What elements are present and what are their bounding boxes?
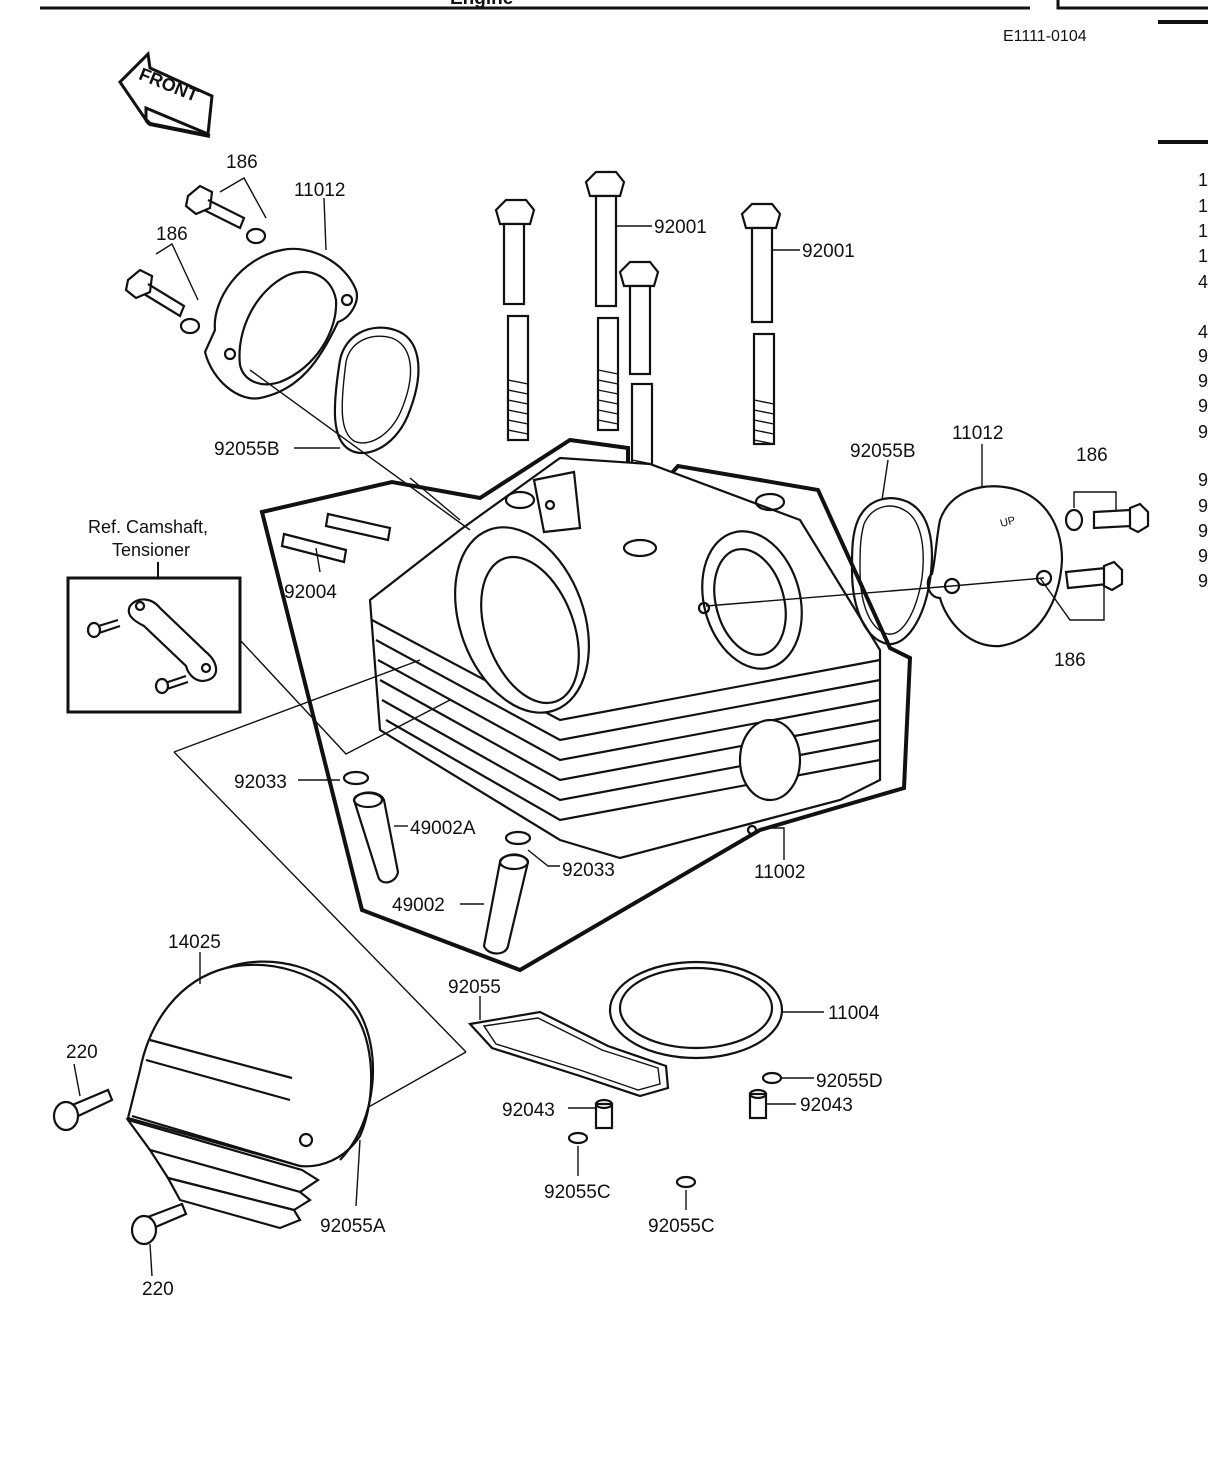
cylinder-head-group-outline	[259, 437, 913, 973]
svg-text:9: 9	[1198, 346, 1208, 366]
label-49002: 49002	[392, 895, 445, 916]
gasket-92055	[467, 1010, 670, 1098]
head-cover-14025	[125, 960, 375, 1230]
svg-text:1: 1	[1198, 170, 1208, 190]
valve-guides	[342, 770, 532, 955]
svg-text:9: 9	[1198, 371, 1208, 391]
label-92055c: 92055C	[544, 1182, 611, 1203]
label-leaders	[73, 177, 1117, 1277]
ring-11004	[608, 960, 784, 1060]
dowels-washers	[567, 1071, 783, 1189]
bolts-186-right	[1064, 502, 1150, 592]
cam-cap-right: UP	[926, 485, 1064, 648]
label-92004: 92004	[284, 582, 337, 603]
svg-text:9: 9	[1198, 521, 1208, 541]
bolts-220	[52, 1088, 188, 1246]
label-11004: 11004	[828, 1003, 880, 1024]
svg-text:1: 1	[1198, 246, 1208, 266]
svg-text:9: 9	[1198, 571, 1208, 591]
label-92055d: 92055D	[816, 1071, 883, 1092]
svg-text:9: 9	[1198, 546, 1208, 566]
label-186: 186	[1054, 650, 1086, 671]
ref-box-line2: Tensioner	[112, 540, 190, 560]
studs-92004	[280, 512, 392, 564]
svg-text:9: 9	[1198, 396, 1208, 416]
label-220: 220	[66, 1042, 98, 1063]
label-92033: 92033	[234, 772, 287, 793]
svg-text:1: 1	[1198, 221, 1208, 241]
label-92001: 92001	[654, 217, 707, 238]
label-92055a: 92055A	[320, 1216, 386, 1237]
label-220: 220	[142, 1279, 174, 1300]
label-92055b: 92055B	[850, 441, 916, 462]
front-arrow-icon: FRONT	[118, 50, 214, 138]
label-11002: 11002	[754, 862, 805, 883]
ref-camshaft-tensioner-box: Ref. Camshaft, Tensioner	[66, 517, 242, 714]
o-ring-92055b-left	[333, 326, 420, 455]
bolt-186-lower-left	[124, 268, 201, 335]
label-186: 186	[226, 152, 258, 173]
label-11012: 11012	[952, 423, 1003, 444]
head-bolts-92001	[494, 170, 782, 522]
diagram-code: E1111-0104	[1003, 28, 1087, 45]
svg-text:9: 9	[1198, 470, 1208, 490]
label-49002a: 49002A	[410, 818, 476, 839]
part-labels: 186 186 11012 92001 92001 92055B 92055B …	[66, 152, 1108, 1300]
label-92055c: 92055C	[648, 1216, 715, 1237]
label-92033: 92033	[562, 860, 615, 881]
svg-text:9: 9	[1198, 496, 1208, 516]
cam-cap-left	[203, 247, 358, 400]
label-92055b: 92055B	[214, 439, 280, 460]
svg-text:4: 4	[1198, 272, 1208, 292]
label-92001: 92001	[802, 241, 855, 262]
header-title: Engine	[450, 0, 513, 9]
ref-box-line1: Ref. Camshaft,	[88, 517, 208, 537]
label-92043: 92043	[502, 1100, 555, 1121]
label-14025: 14025	[168, 932, 221, 953]
label-186: 186	[1076, 445, 1108, 466]
up-mark: UP	[999, 515, 1017, 531]
label-186: 186	[156, 224, 188, 245]
label-92043: 92043	[800, 1095, 853, 1116]
side-index: 1 1 1 1 4 4 9 9 9 9 9 9 9 9 9	[1198, 170, 1208, 591]
o-ring-92055b-right	[850, 497, 934, 646]
svg-text:4: 4	[1198, 322, 1208, 342]
svg-text:9: 9	[1198, 422, 1208, 442]
bolt-186-upper-left	[184, 184, 267, 245]
label-11012: 11012	[294, 180, 345, 201]
header: Engine E1111-0104	[40, 0, 1208, 144]
label-92055: 92055	[448, 977, 501, 998]
svg-text:1: 1	[1198, 196, 1208, 216]
cylinder-head-11002	[368, 456, 882, 860]
